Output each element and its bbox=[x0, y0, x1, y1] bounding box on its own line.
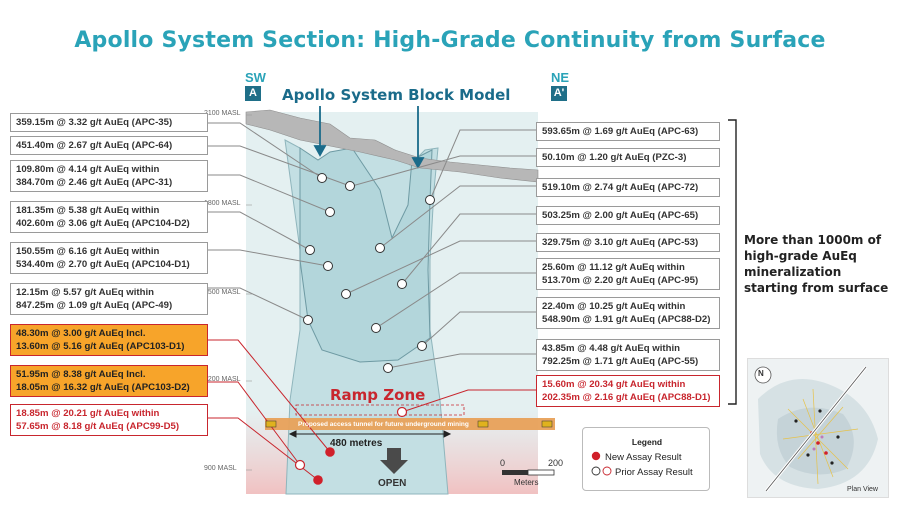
new-assay-dot-icon bbox=[591, 451, 601, 461]
new-assay-point bbox=[325, 447, 335, 457]
prior-assay-point bbox=[371, 323, 381, 333]
prior-assay-point bbox=[375, 243, 385, 253]
ne-marker: NE A' bbox=[551, 70, 569, 101]
prior-assay-point bbox=[383, 363, 393, 373]
assay-label-right: 503.25m @ 2.00 g/t AuEq (APC-65) bbox=[536, 206, 720, 225]
prior-assay-point bbox=[345, 181, 355, 191]
plan-view-label: Plan View bbox=[846, 486, 878, 493]
elevation-label: 1200 MASL bbox=[204, 376, 241, 383]
page-title: Apollo System Section: High-Grade Contin… bbox=[74, 28, 826, 53]
prior-assay-point bbox=[417, 341, 427, 351]
elevation-label: 1500 MASL bbox=[204, 289, 241, 296]
assay-points bbox=[294, 173, 435, 485]
elevation-label: 900 MASL bbox=[204, 465, 237, 472]
legend-new: New Assay Result bbox=[591, 451, 682, 463]
assay-label-right: 329.75m @ 3.10 g/t AuEq (APC-53) bbox=[536, 233, 720, 252]
assay-label-right: 519.10m @ 2.74 g/t AuEq (APC-72) bbox=[536, 178, 720, 197]
assay-label-left-new: 48.30m @ 3.00 g/t AuEq Incl.13.60m @ 5.1… bbox=[10, 324, 208, 356]
prior-assay-point bbox=[341, 289, 351, 299]
sw-marker: SW A bbox=[245, 70, 266, 101]
prior-assay-point bbox=[303, 315, 313, 325]
open-label: OPEN bbox=[378, 478, 407, 489]
ramp-zone-label: Ramp Zone bbox=[330, 386, 426, 404]
assay-label-right: 50.10m @ 1.20 g/t AuEq (PZC-3) bbox=[536, 148, 720, 167]
block-model-label: Apollo System Block Model bbox=[282, 86, 511, 104]
open-arrow-icon bbox=[380, 448, 408, 474]
assay-label-left: 359.15m @ 3.32 g/t AuEq (APC-35) bbox=[10, 113, 208, 132]
scale-max: 200 bbox=[548, 458, 564, 468]
assay-label-left-new: 51.95m @ 8.38 g/t AuEq Incl.18.05m @ 16.… bbox=[10, 365, 208, 397]
scale-unit: Meters bbox=[514, 478, 539, 487]
scale-zero: 0 bbox=[500, 458, 506, 468]
elevation-label: 1800 MASL bbox=[204, 200, 241, 207]
plan-view-map: N Plan View bbox=[747, 358, 889, 498]
prior-assay-dot-icon bbox=[591, 466, 612, 476]
legend: Legend New Assay Result Prior Assay Resu… bbox=[582, 427, 710, 491]
plan-view-graphic bbox=[754, 366, 878, 492]
section-a-badge: A bbox=[245, 86, 261, 101]
truck-icon bbox=[265, 420, 553, 428]
sw-label: SW bbox=[245, 70, 266, 85]
legend-title: Legend bbox=[631, 437, 663, 447]
callout-text: More than 1000m of high-grade AuEq miner… bbox=[744, 233, 889, 295]
prior-assay-point-red bbox=[294, 459, 306, 471]
elevation-label: 2100 MASL bbox=[204, 110, 241, 117]
legend-prior: Prior Assay Result bbox=[591, 466, 693, 478]
prior-assay-point bbox=[397, 279, 407, 289]
prior-assay-point bbox=[325, 207, 335, 217]
prior-assay-point bbox=[305, 245, 315, 255]
prior-assay-point-red bbox=[396, 406, 408, 418]
callout-bracket bbox=[728, 119, 737, 405]
section-a-prime-badge: A' bbox=[551, 86, 567, 101]
prior-assay-point bbox=[323, 261, 333, 271]
ne-label: NE bbox=[551, 70, 570, 85]
prior-assay-point bbox=[425, 195, 435, 205]
distance-label: 480 metres bbox=[330, 438, 383, 449]
assay-label-right: 593.65m @ 1.69 g/t AuEq (APC-63) bbox=[536, 122, 720, 141]
tunnel-label: Proposed access tunnel for future underg… bbox=[298, 421, 469, 428]
north-arrow-icon: N bbox=[758, 369, 764, 378]
assay-label-left: 451.40m @ 2.67 g/t AuEq (APC-64) bbox=[10, 136, 208, 155]
prior-assay-point bbox=[317, 173, 327, 183]
new-assay-point bbox=[313, 475, 323, 485]
